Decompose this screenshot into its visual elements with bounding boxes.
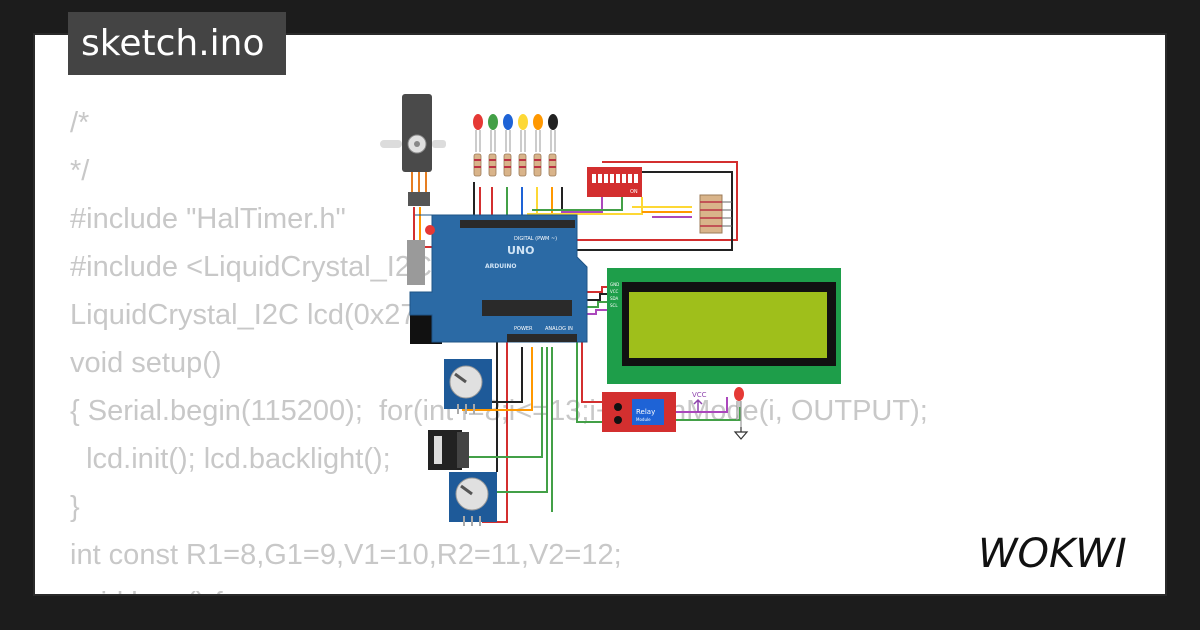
led-leg xyxy=(475,130,481,152)
lcd-display: GND VCC SDA SCL xyxy=(607,268,841,384)
code-line: int const R1=8,G1=9,V1=10,R2=11,V2=12; xyxy=(70,539,622,571)
slide-potentiometer[interactable] xyxy=(428,430,469,470)
resistor-block xyxy=(699,194,732,234)
power-header-label: POWER xyxy=(514,326,533,332)
board-brand: ARDUINO xyxy=(485,263,516,270)
code-line: */ xyxy=(70,155,90,187)
wokwi-wordmark: WOKWI xyxy=(978,531,1127,575)
led-1 xyxy=(473,114,483,130)
relay-sublabel: Module xyxy=(636,417,651,422)
lcd-backlight xyxy=(629,292,827,358)
dip-label: ON xyxy=(630,189,638,195)
lcd-pin-vcc: VCC xyxy=(610,289,619,294)
relay-label: Relay xyxy=(636,408,655,416)
led-leg xyxy=(535,130,541,152)
preview-card: /* */ #include "HalTimer.h" #include <Liqui… xyxy=(33,33,1167,596)
relay-module[interactable]: Relay Module xyxy=(602,392,676,432)
wokwi-logo: WOKWI xyxy=(978,531,1127,575)
lcd-pin-gnd: GND xyxy=(610,282,619,287)
code-line: } xyxy=(70,491,80,523)
lcd-pin-scl: SCL xyxy=(610,303,618,308)
analog-header-label: ANALOG IN xyxy=(545,326,573,332)
output-led xyxy=(734,387,744,427)
led-4 xyxy=(518,114,528,130)
led-3 xyxy=(503,114,513,130)
servo-motor xyxy=(380,94,446,206)
vcc-symbol: VCC xyxy=(692,391,707,412)
circuit-diagram: ON UNO ARDUINO DIGITAL (PWM ~) POWER ANA… xyxy=(380,94,841,526)
ground-symbol xyxy=(733,427,749,440)
code-line: /* xyxy=(70,107,90,139)
led-2 xyxy=(488,114,498,130)
led-array xyxy=(473,114,558,177)
file-name: sketch.ino xyxy=(81,23,265,64)
digital-header-label: DIGITAL (PWM ~) xyxy=(514,236,557,242)
led-leg xyxy=(505,130,511,152)
led-leg xyxy=(550,130,556,152)
code-line: void setup() xyxy=(70,347,222,379)
arduino-uno-board: UNO ARDUINO DIGITAL (PWM ~) POWER ANALOG… xyxy=(407,214,588,344)
potentiometer-1[interactable] xyxy=(444,359,492,414)
potentiometer-2[interactable] xyxy=(449,472,497,526)
led-leg xyxy=(490,130,496,152)
code-line: #include <LiquidCrystal_I2C.h> xyxy=(70,251,474,283)
code-line: void loop() { xyxy=(70,585,928,594)
led-5 xyxy=(533,114,543,130)
code-preview: /* */ #include "HalTimer.h" #include <Liqui… xyxy=(70,105,928,594)
led-leg xyxy=(520,130,526,152)
board-name: UNO xyxy=(507,244,535,257)
lcd-pin-sda: SDA xyxy=(610,296,619,301)
dip-switch[interactable]: ON xyxy=(587,167,642,197)
vcc-label: VCC xyxy=(692,391,707,399)
code-line: #include "HalTimer.h" xyxy=(70,203,346,235)
file-name-tab[interactable]: sketch.ino xyxy=(68,12,286,75)
code-line: lcd.init(); lcd.backlight(); xyxy=(70,443,391,475)
led-6 xyxy=(548,114,558,130)
